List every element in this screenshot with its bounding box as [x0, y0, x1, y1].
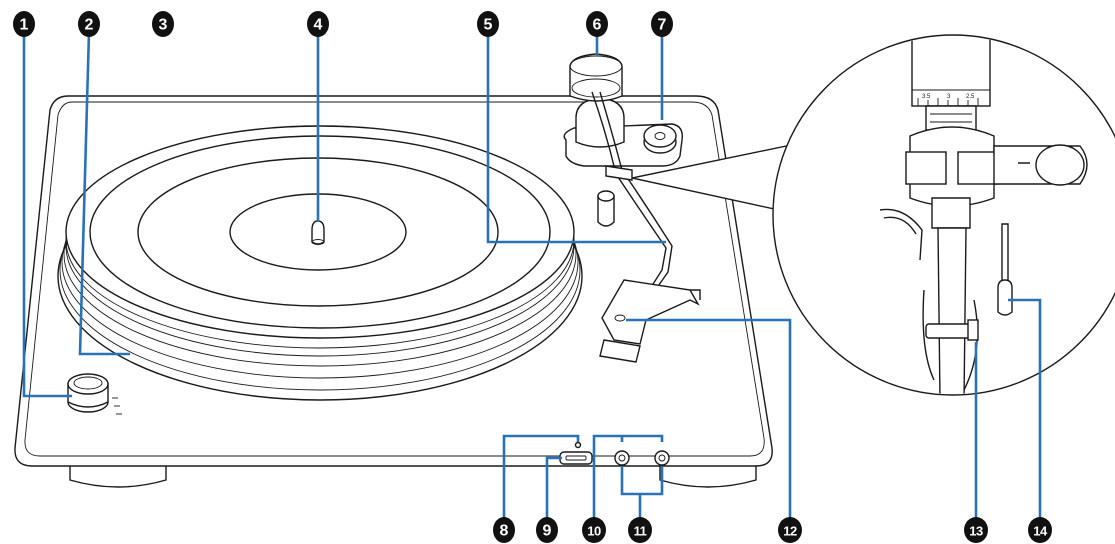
detail-gimbal-right [957, 151, 999, 185]
arm-lift-top [597, 190, 615, 202]
callout-13-label: 13 [969, 524, 983, 539]
detail-cue-lever [997, 279, 1013, 316]
callout-10: 10 [582, 517, 606, 543]
leader-5 [486, 32, 666, 244]
detail-cable-1 [879, 208, 923, 261]
speed-knob-cap [73, 376, 103, 390]
callout-7-label: 7 [658, 17, 667, 34]
anti-skate-dial-center [654, 132, 666, 140]
platter-mat-outer [89, 135, 551, 329]
counterweight-ring [571, 78, 621, 98]
usb-port-slot [565, 455, 587, 461]
jack-b [654, 450, 670, 466]
scale-label-c: 2.5 [966, 94, 975, 100]
arm-rest [605, 165, 633, 181]
callout-8: 8 [493, 517, 515, 543]
cartridge [599, 339, 641, 363]
detail-tube-collar [931, 197, 971, 229]
callout-8-label: 8 [500, 523, 509, 540]
counterweight [569, 53, 623, 102]
leader-12 [626, 318, 792, 525]
jack-a-inner [618, 454, 626, 462]
scale-label-b: 3 [947, 94, 951, 100]
leader-1 [22, 32, 72, 398]
leader-11 [620, 466, 664, 525]
callout-10-label: 10 [587, 524, 601, 539]
detail-clamp-screw [967, 319, 979, 341]
callout-2: 2 [78, 11, 100, 37]
callout-6-label: 6 [593, 17, 602, 34]
leader-8 [502, 434, 580, 525]
tonearm-pivot-housing [575, 97, 625, 148]
jack-a [614, 450, 630, 466]
detail-anti-skate-dial [1035, 144, 1085, 186]
jack-b-inner [658, 454, 666, 462]
foot-right [659, 461, 757, 488]
callout-11-label: 11 [634, 524, 647, 539]
detail-cable-2 [922, 289, 935, 381]
leader-2 [78, 31, 130, 356]
callout-6: 6 [586, 11, 608, 37]
usb-port [559, 451, 593, 465]
spindle [311, 220, 325, 245]
leader-14 [1008, 298, 1042, 525]
spindle-base [311, 239, 325, 245]
tonearm-detail-magnifier: 3.5 3 2.5 [631, 34, 1115, 396]
callout-7: 7 [651, 11, 673, 37]
power-indicator [574, 441, 582, 449]
callout-13: 13 [964, 517, 988, 543]
detail-counterweight [911, 36, 991, 107]
detail-gimbal-left [905, 151, 947, 185]
callout-12: 12 [778, 517, 802, 543]
callout-markers: 1 2 3 4 5 6 7 8 [13, 11, 1052, 543]
callout-2-label: 2 [85, 17, 94, 34]
callout-1-label: 1 [20, 17, 29, 34]
leader-lines [22, 31, 1042, 525]
cartridge-screw [614, 314, 626, 322]
callout-4-label: 4 [314, 17, 323, 34]
turntable-illustration [14, 53, 773, 488]
headshell-finger-lift [690, 289, 701, 300]
callout-5: 5 [477, 11, 499, 37]
callout-9-label: 9 [543, 523, 552, 540]
callout-5-label: 5 [484, 17, 493, 34]
callout-1: 1 [13, 11, 35, 37]
leader-9 [545, 456, 562, 525]
callout-11: 11 [628, 517, 652, 543]
leader-10 [592, 434, 664, 525]
detail-gimbal [909, 126, 995, 207]
detail-tonearm-tube [937, 227, 967, 394]
callout-4: 4 [307, 11, 329, 37]
arm-lift [597, 195, 615, 227]
scale-label-a: 3.5 [922, 94, 931, 100]
callout-3-label: 3 [159, 17, 168, 34]
callout-14: 14 [1028, 517, 1052, 543]
magnifier-pointer-cover [790, 150, 800, 208]
callout-12-label: 12 [783, 524, 797, 539]
plinth-top-edge [24, 101, 765, 457]
anti-skate-dial [643, 124, 677, 148]
foot-left [69, 461, 167, 488]
callout-14-label: 14 [1033, 524, 1048, 539]
callout-9: 9 [536, 517, 558, 543]
callout-3: 3 [152, 11, 174, 37]
